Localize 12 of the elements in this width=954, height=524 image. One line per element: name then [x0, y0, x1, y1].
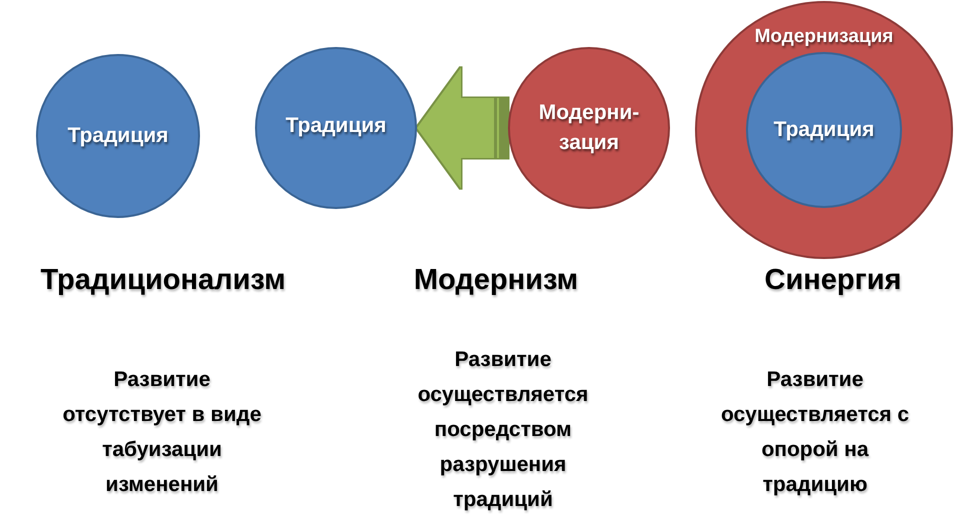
description-text: Развитие отсутствует в виде табуизации изменений — [62, 367, 262, 498]
description-text: Развитие осуществляется посредством разрушения традиций — [416, 347, 590, 513]
node-label: Модерни- зация — [538, 100, 640, 156]
node-label: Традиция — [68, 123, 168, 149]
node-label: Модернизация — [754, 25, 894, 49]
description-text: Развитие осуществляется с опорой на традицию — [720, 367, 910, 498]
heading: Синергия — [764, 263, 902, 298]
heading: Модернизм — [414, 263, 578, 298]
heading: Традиционализм — [40, 263, 286, 298]
node-label: Традиция — [286, 113, 386, 139]
block-arrow — [417, 68, 508, 188]
node-label: Традиция — [774, 117, 874, 143]
